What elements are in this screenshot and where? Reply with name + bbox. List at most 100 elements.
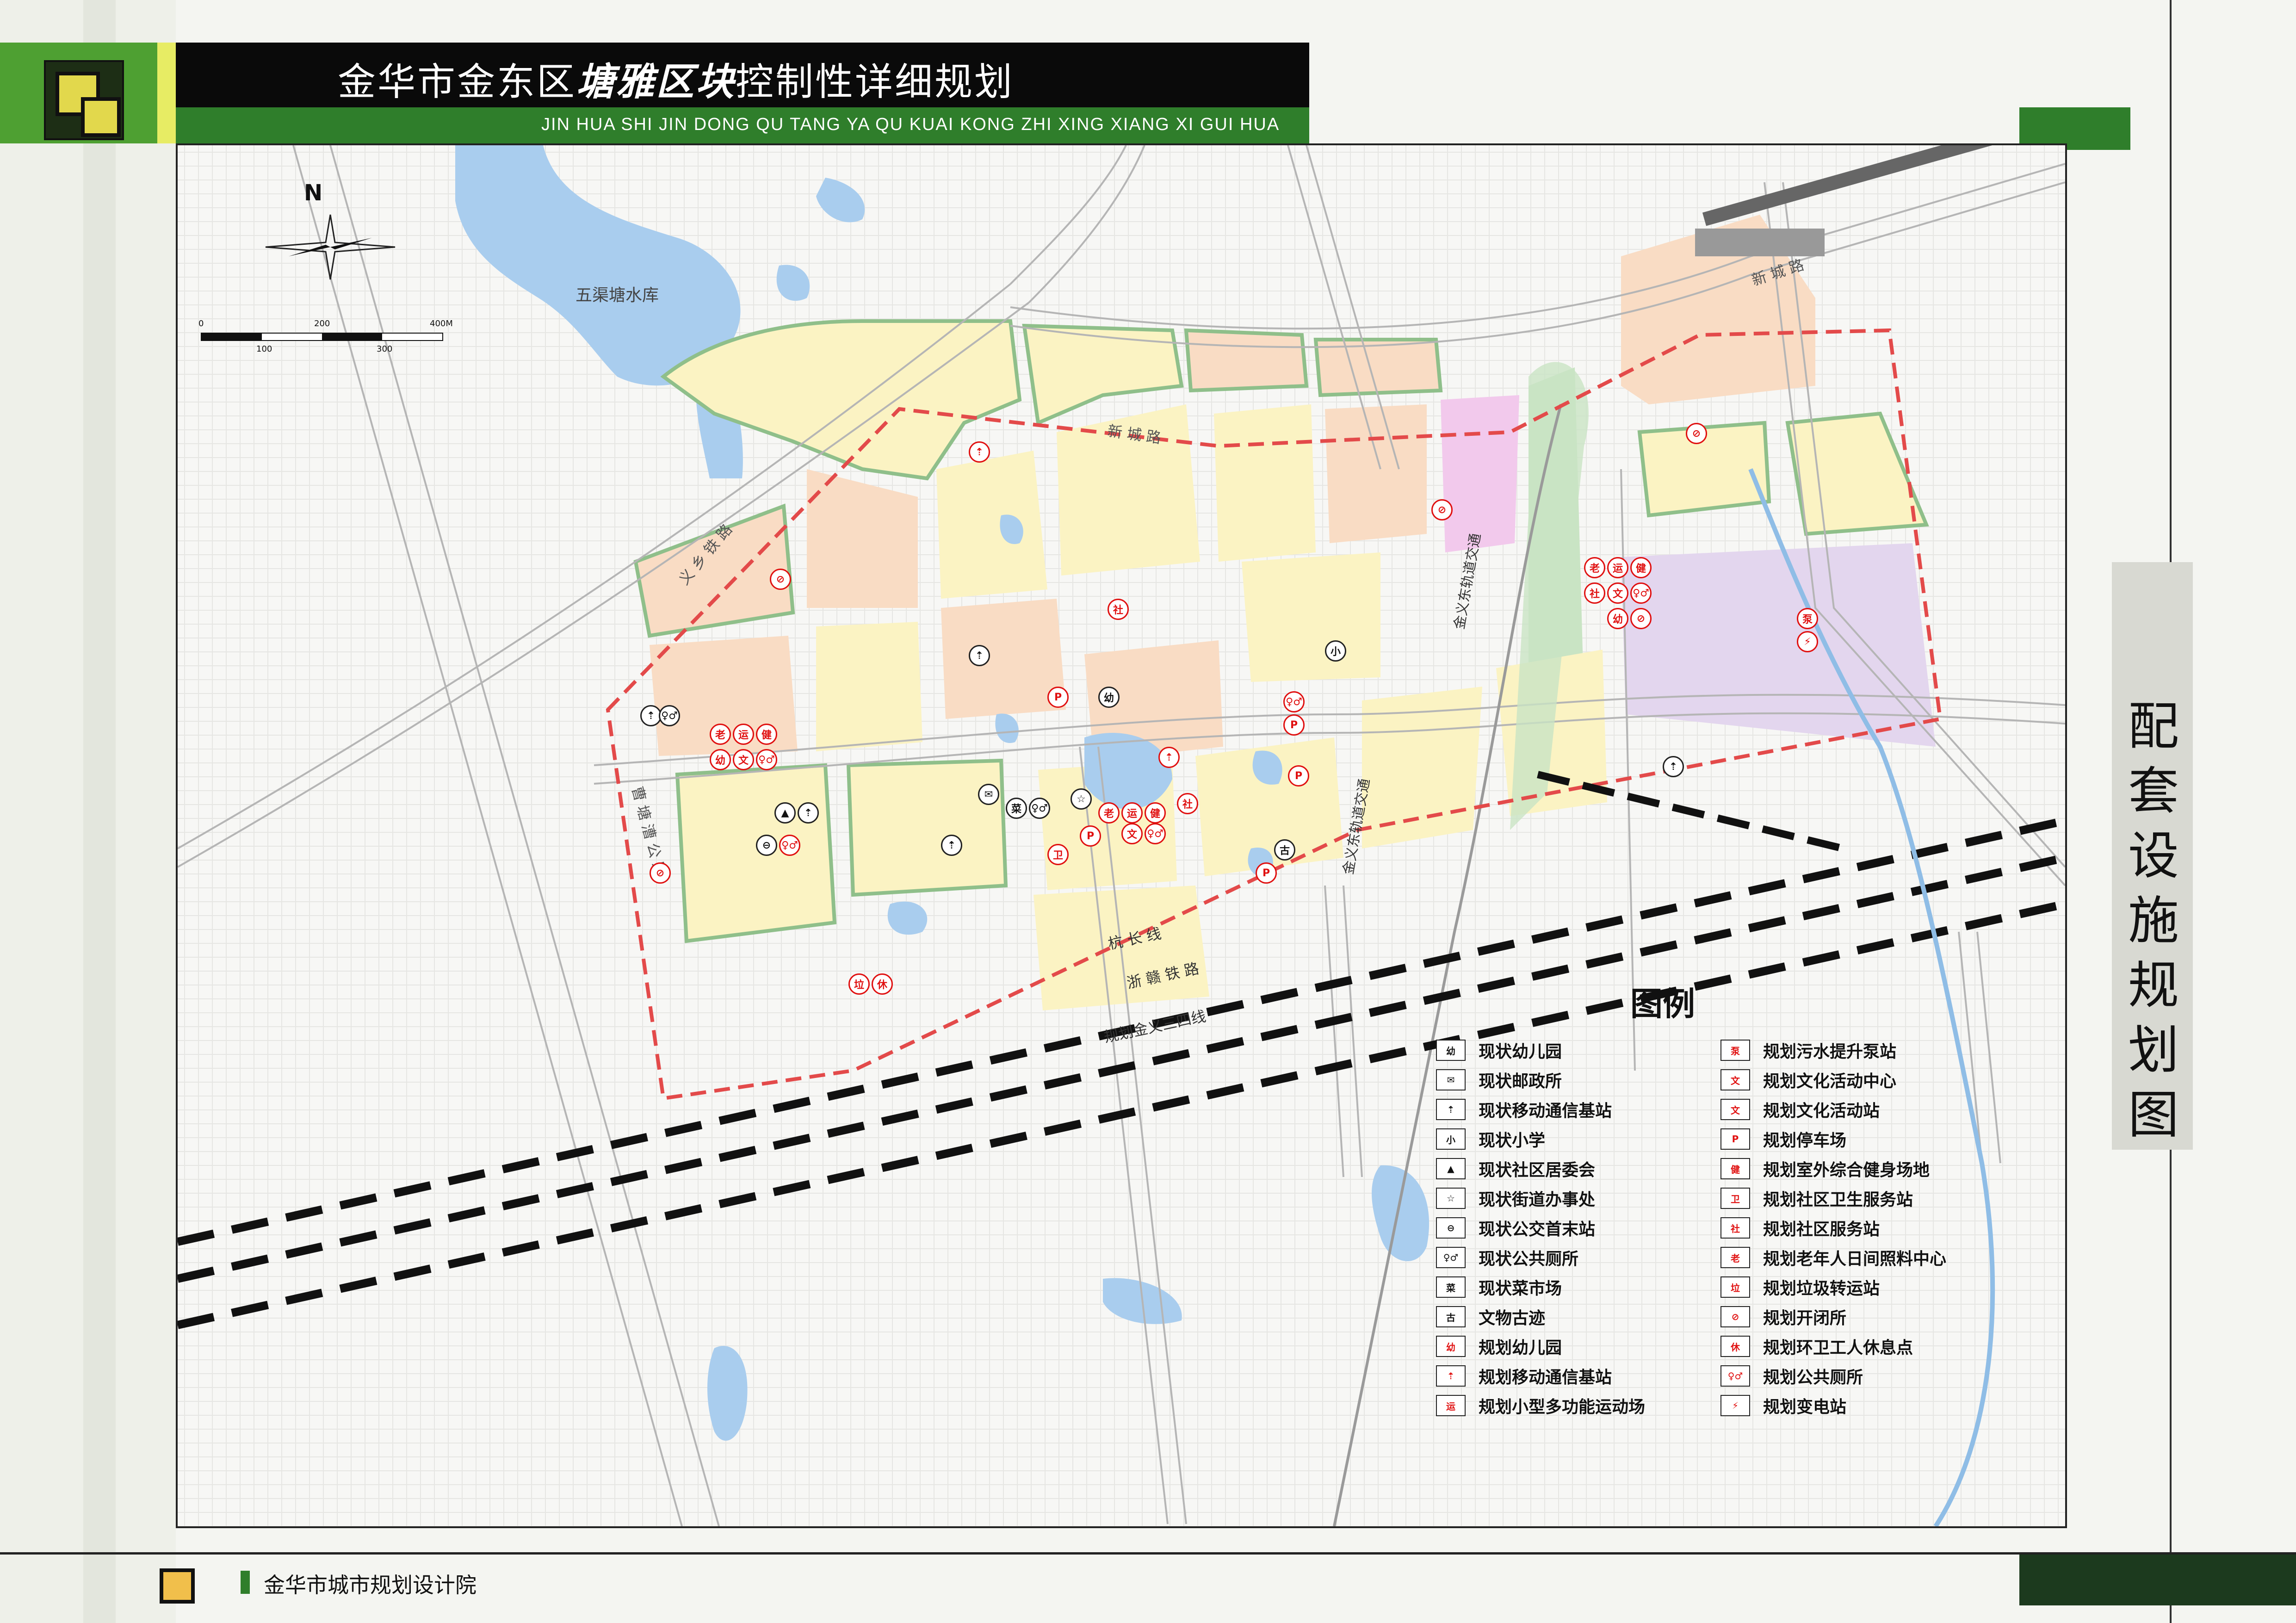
poi-planned-fitness[interactable]: 健 — [756, 724, 777, 745]
water-body — [816, 178, 865, 223]
poi-planned-opener[interactable]: ⊘ — [1630, 608, 1652, 629]
poi-planned-toilet[interactable]: ♀♂ — [779, 835, 800, 856]
footer-logo — [160, 1568, 195, 1604]
poi-planned-toilet[interactable]: ♀♂ — [1283, 691, 1305, 712]
poi-planned-elderly-center[interactable]: 老 — [1584, 557, 1605, 578]
water-body — [1000, 514, 1023, 544]
compass-rose-icon — [265, 214, 396, 280]
footer-right-bar — [2019, 1555, 2296, 1605]
water-body — [1252, 750, 1282, 785]
poi-existing-toilet[interactable]: ♀♂ — [659, 705, 680, 726]
legend-item: 小现状小学 — [1436, 1127, 1545, 1151]
legend-item: 卫规划社区卫生服务站 — [1720, 1186, 1913, 1210]
legend-item: 菜现状菜市场 — [1436, 1275, 1562, 1299]
poi-planned-pump[interactable]: 泵 — [1797, 608, 1818, 629]
poi-existing-community-committee[interactable]: ▲ — [774, 802, 796, 824]
heritage-icon: 古 — [1436, 1306, 1466, 1327]
legend-item: 古文物古迹 — [1436, 1305, 1545, 1329]
poi-planned-fitness[interactable]: 健 — [1630, 557, 1652, 578]
fitness-icon: 健 — [1720, 1158, 1750, 1179]
poi-planned-elderly-center[interactable]: 老 — [1098, 802, 1120, 824]
poi-existing-market[interactable]: 菜 — [1006, 798, 1027, 819]
legend-item: 文规划文化活动中心 — [1720, 1068, 1896, 1092]
poi-heritage-site[interactable]: 古 — [1274, 839, 1295, 861]
legend-item: 幼规划幼儿园 — [1436, 1334, 1562, 1358]
legend-item: 老规划老年人日间照料中心 — [1720, 1245, 1946, 1270]
map-svg — [178, 145, 2065, 1526]
poi-planned-kindergarten[interactable]: 幼 — [1607, 608, 1628, 629]
poi-existing-post-office[interactable]: ✉ — [978, 784, 999, 805]
legend-item: ▲现状社区居委会 — [1436, 1157, 1595, 1181]
poi-planned-substation[interactable]: ⊘ — [1686, 423, 1707, 444]
poi-planned-worker-rest[interactable]: 休 — [872, 973, 893, 995]
poi-existing-bus-terminal[interactable]: ⊖ — [756, 835, 777, 856]
poi-planned-fitness[interactable]: 健 — [1145, 802, 1166, 824]
poi-planned-mobile-station[interactable]: ⇡ — [1158, 747, 1180, 768]
side-title-panel — [2112, 562, 2193, 1150]
poi-planned-parking[interactable]: P — [1047, 687, 1069, 708]
water-body — [707, 1346, 748, 1441]
poi-planned-parking[interactable]: P — [1256, 862, 1277, 884]
worker-rest-icon: 休 — [1720, 1336, 1750, 1357]
poi-planned-toilet[interactable]: ♀♂ — [1630, 582, 1652, 604]
railways — [178, 771, 2065, 1329]
poi-planned-parking[interactable]: P — [1283, 714, 1305, 736]
poi-existing-elementary-school[interactable]: 小 — [1325, 640, 1346, 662]
legend-item: 垃规划垃圾转运站 — [1720, 1275, 1880, 1299]
page-subtitle: JIN HUA SHI JIN DONG QU TANG YA QU KUAI … — [541, 115, 1280, 134]
poi-existing-mobile-station[interactable]: ⇡ — [969, 645, 990, 666]
poi-planned-culture[interactable]: 文 — [1121, 823, 1143, 844]
culture-center-icon: 文 — [1720, 1069, 1750, 1090]
poi-planned-substation[interactable]: ⚡ — [1797, 631, 1818, 652]
poi-planned-parking[interactable]: P — [1288, 765, 1309, 787]
poi-existing-mobile-station[interactable]: ⇡ — [1663, 756, 1684, 777]
planned-mobile-station-icon: ⇡ — [1436, 1365, 1466, 1387]
map-canvas[interactable]: 五渠塘水库 新 城 路 新 城 路 金义东轨道交通 金义东轨道交通 义 乡 铁 … — [176, 143, 2067, 1528]
header-right-bar — [2019, 107, 2130, 150]
poi-existing-toilet[interactable]: ♀♂ — [1029, 798, 1050, 819]
poi-planned-toilet[interactable]: ♀♂ — [756, 749, 777, 770]
rail-transit-line — [1333, 404, 1562, 1526]
roads — [178, 145, 2065, 1526]
legend-item: ⇡现状移动通信基站 — [1436, 1097, 1612, 1121]
poi-planned-community-service[interactable]: 社 — [1584, 582, 1605, 604]
poi-existing-mobile-station[interactable]: ⇡ — [941, 835, 962, 856]
legend-item: ♀♂现状公共厕所 — [1436, 1245, 1578, 1270]
poi-planned-opener[interactable]: ⊘ — [770, 569, 791, 590]
poi-planned-health-station[interactable]: 卫 — [1047, 844, 1069, 865]
logo-square-2 — [81, 97, 121, 137]
legend-item: ✉现状邮政所 — [1436, 1068, 1562, 1092]
poi-planned-garbage-station[interactable]: 垃 — [848, 973, 870, 995]
page-title: 金华市金东区塘雅区块控制性详细规划 — [338, 60, 1015, 104]
poi-planned-elderly-center[interactable]: 老 — [710, 724, 731, 745]
footer-green-marker — [241, 1571, 250, 1594]
community-service-icon: 社 — [1720, 1217, 1750, 1239]
subtitle-bar — [176, 107, 1309, 143]
poi-planned-toilet[interactable]: ♀♂ — [1145, 823, 1166, 844]
poi-planned-sports[interactable]: 运 — [1121, 802, 1143, 824]
poi-planned-opener[interactable]: ⊘ — [1431, 499, 1453, 520]
poi-planned-community-service[interactable]: 社 — [1177, 793, 1198, 814]
poi-planned-sewage-pump-station[interactable]: ⇡ — [969, 441, 990, 463]
water-body — [776, 265, 810, 301]
water-body — [995, 713, 1019, 743]
legend-item: 运规划小型多功能运动场 — [1436, 1394, 1645, 1418]
poi-planned-parking[interactable]: P — [1080, 825, 1101, 847]
poi-planned-culture[interactable]: 文 — [733, 749, 754, 770]
poi-planned-culture[interactable]: 文 — [1607, 582, 1628, 604]
poi-planned-opener[interactable]: ⊘ — [650, 862, 671, 884]
poi-planned-sports[interactable]: 运 — [1607, 557, 1628, 578]
poi-existing-kindergarten[interactable]: 幼 — [1098, 687, 1120, 708]
poi-planned-sports[interactable]: 运 — [733, 724, 754, 745]
water-body — [1084, 733, 1172, 809]
side-title: 配套设施规划图 — [2128, 697, 2179, 1145]
scale-tick-100: 100 — [256, 344, 272, 354]
poi-planned-kindergarten[interactable]: 幼 — [710, 749, 731, 770]
water-body — [1372, 1165, 1430, 1262]
poi-planned-community-service[interactable]: 社 — [1108, 599, 1129, 620]
poi-existing-street-office[interactable]: ☆ — [1071, 788, 1092, 810]
garbage-station-icon: 垃 — [1720, 1276, 1750, 1298]
poi-existing-mobile-station[interactable]: ⇡ — [798, 802, 819, 824]
poi-existing-mobile-station[interactable]: ⇡ — [640, 705, 662, 726]
